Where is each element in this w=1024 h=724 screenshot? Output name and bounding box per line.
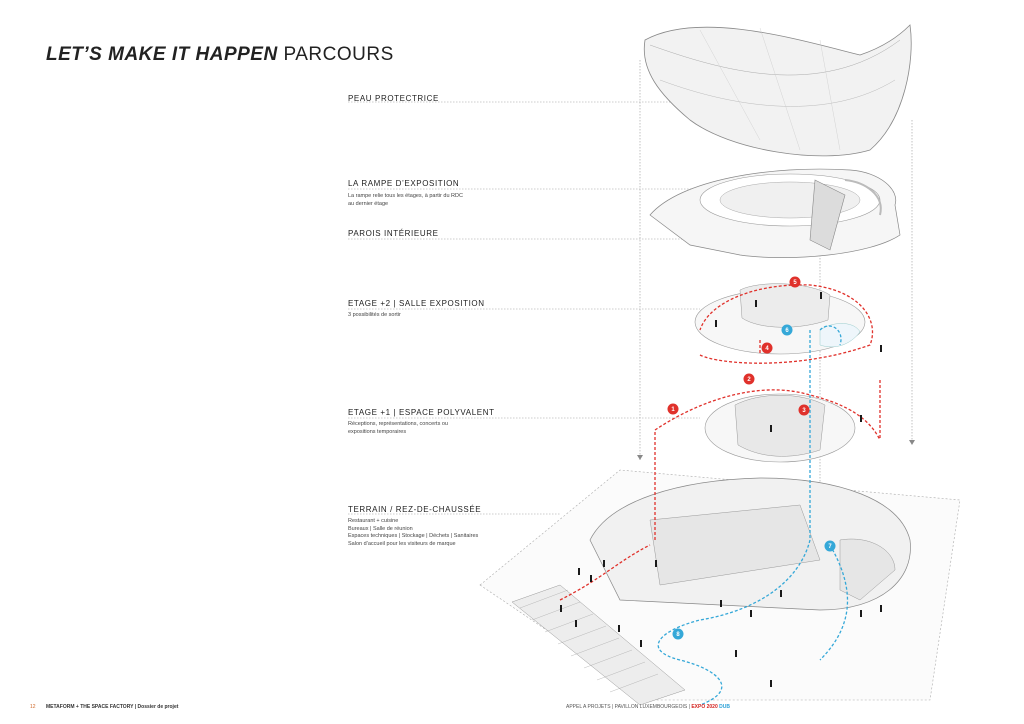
floor-2-layer [694, 283, 866, 355]
route-marker-4: 4 [761, 342, 773, 354]
layer-label-walls: PAROIS INTÉRIEURE [348, 229, 439, 238]
direction-arrows [637, 440, 915, 460]
layer-label-floor2: ETAGE +2 | SALLE EXPOSITION [348, 299, 485, 308]
people-figures [560, 292, 882, 687]
route-marker-6: 6 [781, 324, 793, 336]
footer-expo: EXPO 2020 [691, 704, 718, 710]
route-marker-7: 7 [824, 540, 836, 552]
title-bold: LET’S MAKE IT HAPPEN [46, 44, 278, 65]
route-marker-5: 5 [789, 276, 801, 288]
ramp-layer [649, 168, 901, 258]
blue-markers: 6 7 8 [672, 324, 836, 640]
red-markers: 1 2 3 4 5 [667, 276, 810, 416]
layer-label-ground: TERRAIN / REZ-DE-CHAUSSÉE [348, 505, 482, 514]
blue-route [657, 325, 849, 706]
ground-floor-layer [479, 469, 961, 706]
route-marker-2: 2 [743, 373, 755, 385]
footer-right-text: APPEL A PROJETS | PAVILLON LUXEMBOURGEOI… [566, 704, 690, 710]
svg-text:7: 7 [828, 544, 832, 550]
svg-text:5: 5 [793, 280, 797, 286]
svg-text:6: 6 [785, 328, 789, 334]
page-title: LET’S MAKE IT HAPPEN PARCOURS [46, 44, 394, 66]
red-route [559, 284, 881, 601]
footer-right: APPEL A PROJETS | PAVILLON LUXEMBOURGEOI… [566, 704, 730, 710]
layer-label-ramp: LA RAMPE D’EXPOSITION [348, 179, 460, 188]
footer-left: METAFORM + THE SPACE FACTORY | Dossier d… [46, 704, 179, 710]
layer-label-skin: PEAU PROTECTRICE [348, 94, 439, 103]
floor-1-layer [704, 393, 856, 463]
route-marker-3: 3 [798, 404, 810, 416]
layer-desc-ramp: La rampe relie tous les étages, à partir… [348, 193, 463, 207]
svg-text:2: 2 [747, 377, 751, 383]
layer-desc-ground: Restaurant + cuisine Bureaux | Salle de … [348, 518, 479, 547]
leader-lines [348, 60, 913, 540]
layer-label-floor1: ETAGE +1 | ESPACE POLYVALENT [348, 408, 495, 417]
title-light: PARCOURS [283, 44, 394, 65]
svg-text:3: 3 [802, 408, 806, 414]
route-marker-8: 8 [672, 628, 684, 640]
svg-text:8: 8 [676, 632, 680, 638]
footer-dub: DUB [719, 704, 730, 710]
route-marker-1: 1 [667, 403, 679, 415]
svg-text:4: 4 [765, 346, 769, 352]
page-number: 12 [30, 704, 36, 710]
svg-text:1: 1 [671, 407, 675, 413]
layer-desc-floor1: Réceptions, représentations, concerts ou… [348, 421, 448, 435]
layer-desc-floor2: 3 possibilités de sortir [348, 312, 401, 318]
skin-shell [643, 24, 912, 157]
